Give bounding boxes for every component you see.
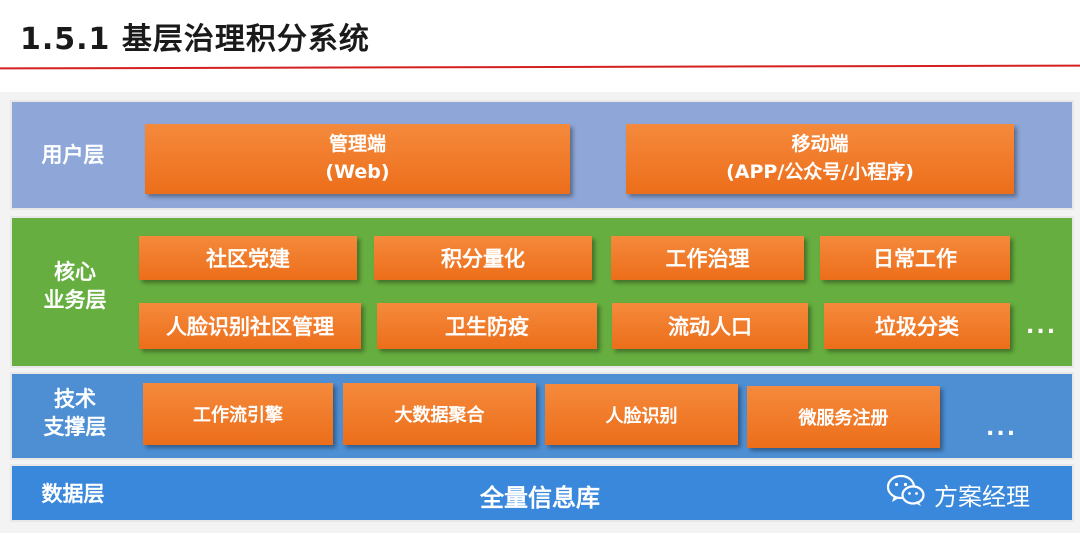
core-layer-label-line1: 核心 (54, 260, 96, 284)
core-box-floating-population: 流动人口 (612, 303, 808, 349)
core-more-indicator: ... (1026, 314, 1058, 339)
tech-box-face-recognition: 人脸识别 (545, 384, 738, 445)
admin-client-box: 管理端 (Web) (145, 124, 570, 194)
watermark-text: 方案经理 (934, 483, 1030, 511)
core-layer-label: 核心 业务层 (30, 258, 120, 315)
tech-layer-label-line2: 支撑层 (43, 415, 107, 440)
full-information-database: 全量信息库 (480, 484, 600, 512)
mobile-client-box: 移动端 (APP/公众号/小程序) (626, 124, 1014, 194)
tech-layer-label: 技术 支撑层 (30, 385, 120, 442)
mobile-client-title: 移动端 (791, 133, 849, 156)
core-box-face-recognition-community: 人脸识别社区管理 (139, 303, 361, 349)
core-box-party-building: 社区党建 (139, 236, 357, 280)
core-box-daily-work: 日常工作 (820, 236, 1010, 280)
core-layer-label-line2: 业务层 (43, 288, 107, 313)
user-layer-label: 用户层 (41, 143, 105, 167)
core-box-points-quantification: 积分量化 (374, 236, 592, 280)
data-layer (10, 464, 1074, 522)
page-title: 1.5.1 基层治理积分系统 (20, 22, 370, 57)
tech-layer-label-line1: 技术 (54, 387, 96, 411)
tech-box-microservice-registry: 微服务注册 (747, 386, 940, 448)
title-divider (0, 64, 1080, 70)
tech-box-big-data-aggregation: 大数据聚合 (343, 383, 536, 445)
core-box-garbage-sorting: 垃圾分类 (824, 303, 1010, 349)
wechat-icon (886, 474, 925, 506)
mobile-client-subtitle: (APP/公众号/小程序) (726, 161, 914, 183)
admin-client-subtitle: (Web) (325, 161, 390, 183)
data-layer-label: 数据层 (41, 482, 105, 506)
admin-client-title: 管理端 (328, 133, 386, 156)
tech-more-indicator: ... (986, 416, 1018, 441)
core-box-sanitation-epidemic: 卫生防疫 (377, 303, 597, 349)
core-box-work-governance: 工作治理 (611, 236, 804, 280)
tech-box-workflow-engine: 工作流引擎 (143, 383, 333, 445)
